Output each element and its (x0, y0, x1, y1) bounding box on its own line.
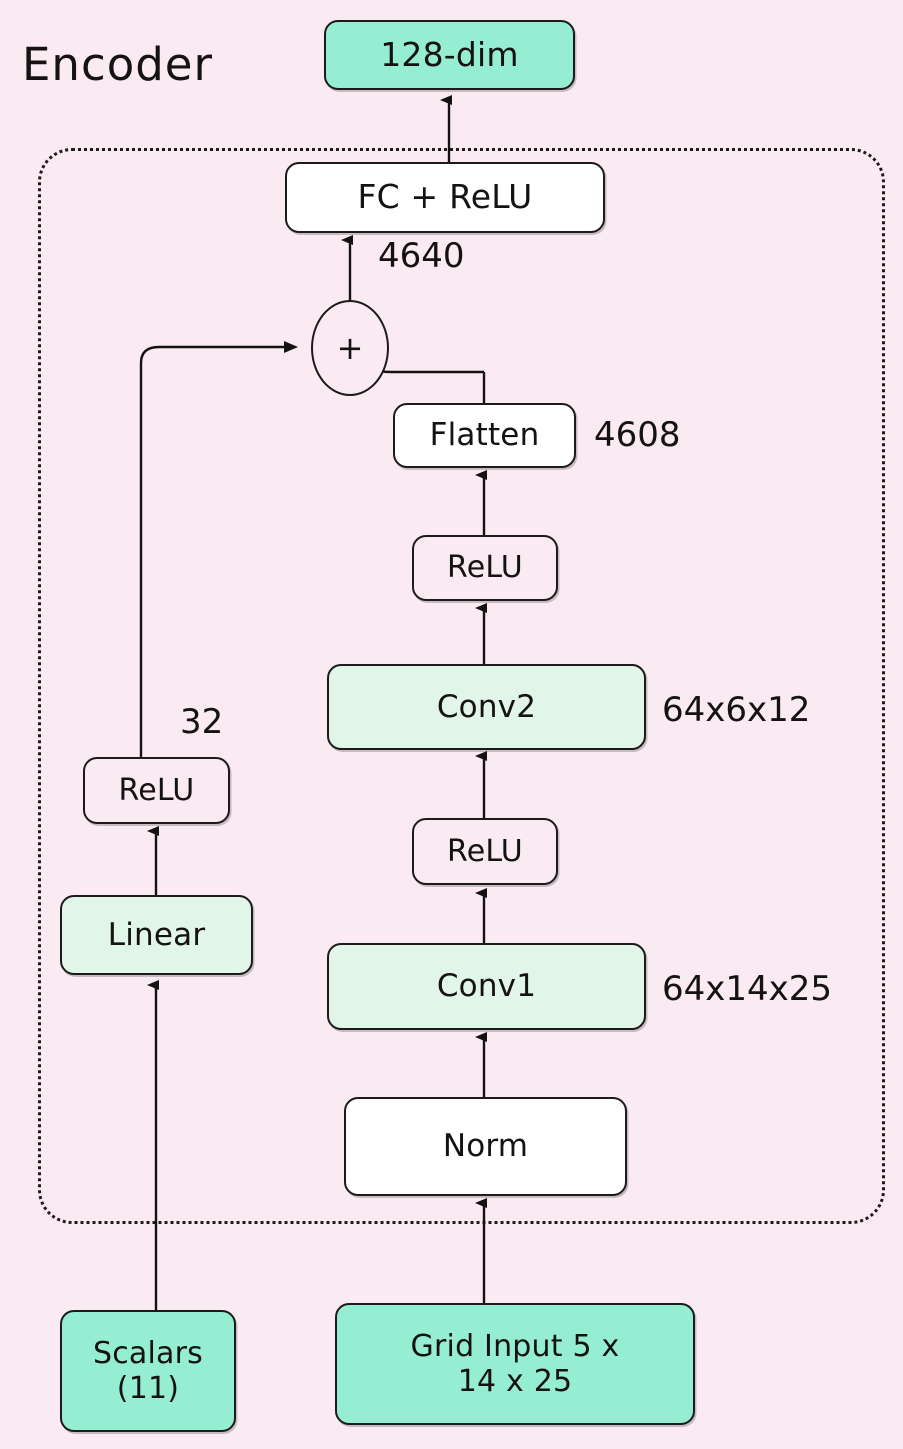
node-relu-after-conv2[interactable]: ReLU (412, 535, 558, 601)
scalars-line-2: (11) (116, 1371, 180, 1406)
encoder-group-boundary (38, 148, 885, 1224)
node-scalars[interactable]: Scalars (11) (60, 1310, 236, 1432)
node-conv1[interactable]: Conv1 (327, 943, 646, 1030)
node-linear[interactable]: Linear (60, 895, 253, 975)
node-fc-relu[interactable]: FC + ReLU (285, 162, 605, 233)
grid-input-line-2: 14 x 25 (457, 1364, 573, 1399)
label-flatten-output-dim: 4608 (594, 415, 681, 455)
node-conv2[interactable]: Conv2 (327, 664, 646, 750)
label-conv2-shape: 64x6x12 (662, 690, 811, 730)
scalars-line-1: Scalars (92, 1335, 203, 1371)
label-scalar-branch-dim: 32 (180, 702, 224, 742)
node-flatten[interactable]: Flatten (393, 403, 576, 468)
node-add-operator[interactable]: + (311, 300, 389, 396)
node-norm[interactable]: Norm (344, 1097, 627, 1196)
grid-input-line-1: Grid Input 5 x (410, 1328, 620, 1364)
encoder-title-label: Encoder (22, 38, 213, 91)
node-relu-after-conv1[interactable]: ReLU (412, 818, 558, 885)
node-output-128dim[interactable]: 128-dim (324, 20, 575, 90)
label-fc-input-dim: 4640 (378, 236, 465, 276)
node-relu-after-linear[interactable]: ReLU (83, 757, 230, 824)
label-conv1-shape: 64x14x25 (662, 969, 833, 1009)
node-grid-input[interactable]: Grid Input 5 x 14 x 25 (335, 1303, 695, 1425)
